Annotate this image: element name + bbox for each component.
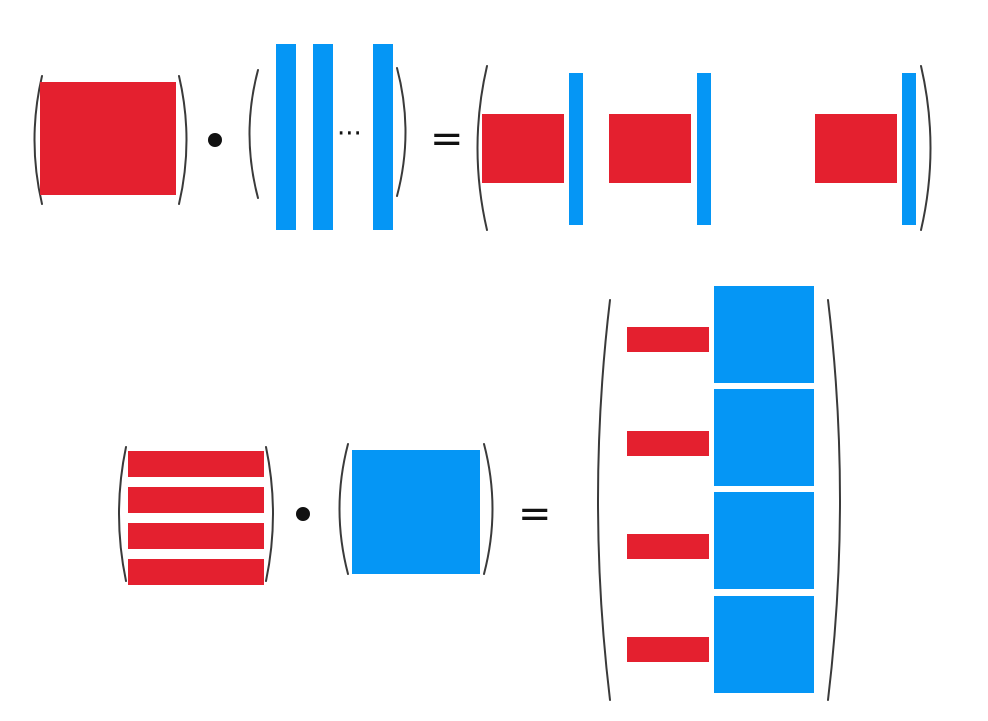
eq1-blue-column-n xyxy=(373,44,393,230)
eq1-result-blue-2 xyxy=(697,73,711,225)
eq2-result-block-1 xyxy=(627,286,814,383)
eq1-left-bracket-close xyxy=(178,75,188,205)
eq2-result-blue-4 xyxy=(714,596,814,693)
eq1-blue-column-2 xyxy=(313,44,333,230)
eq1-red-matrix xyxy=(40,82,176,195)
eq1-right-bracket-close xyxy=(396,67,407,197)
eq2-result xyxy=(597,286,841,701)
eq1-right-operand: ··· xyxy=(248,44,407,230)
eq1-blue-column-1 xyxy=(276,44,296,230)
eq2-right-operand xyxy=(338,443,494,575)
eq2-left-operand xyxy=(118,446,274,585)
eq1-dot-operator xyxy=(208,133,222,147)
eq2-result-bracket-close xyxy=(827,299,841,701)
eq2-result-block-4 xyxy=(627,596,814,693)
eq2-result-blue-3 xyxy=(714,492,814,589)
eq2-result-block-2 xyxy=(627,389,814,486)
equation-column-view: ··· = xyxy=(33,44,932,231)
eq2-left-bracket-open xyxy=(118,446,127,582)
eq2-blue-matrix xyxy=(352,450,480,574)
eq2-red-row-4 xyxy=(128,559,264,585)
eq2-result-blue-1 xyxy=(714,286,814,383)
eq1-result-bracket-close xyxy=(920,65,932,231)
eq2-result-bracket-open xyxy=(597,299,611,701)
eq1-ellipsis: ··· xyxy=(337,119,362,149)
eq1-result-bracket-open xyxy=(476,65,488,231)
eq1-result-blue-1 xyxy=(569,73,583,225)
eq2-result-block-3 xyxy=(627,492,814,589)
equation-row-view: = xyxy=(118,286,841,701)
eq1-right-bracket-open xyxy=(248,69,259,199)
eq2-result-blue-2 xyxy=(714,389,814,486)
eq1-equals: = xyxy=(430,116,464,162)
eq2-result-red-2 xyxy=(627,431,709,456)
eq2-equals: = xyxy=(518,491,552,537)
eq1-result-red-1 xyxy=(482,114,564,183)
eq1-result-blue-n xyxy=(902,73,916,225)
eq1-result-red-n xyxy=(815,114,897,183)
eq1-result-block-1 xyxy=(482,73,583,225)
eq2-right-bracket-close xyxy=(483,443,494,575)
eq1-result xyxy=(476,65,932,231)
eq2-red-row-1 xyxy=(128,451,264,477)
eq2-result-red-1 xyxy=(627,327,709,352)
eq1-result-red-2 xyxy=(609,114,691,183)
eq2-result-red-3 xyxy=(627,534,709,559)
eq1-result-block-2 xyxy=(609,73,711,225)
eq2-dot-operator xyxy=(296,507,310,521)
eq2-left-bracket-close xyxy=(265,446,274,582)
eq1-result-block-n xyxy=(815,73,916,225)
eq1-left-operand xyxy=(33,75,188,205)
eq2-red-row-3 xyxy=(128,523,264,549)
eq2-result-red-4 xyxy=(627,637,709,662)
eq2-right-bracket-open xyxy=(338,443,349,575)
eq2-red-row-2 xyxy=(128,487,264,513)
eq1-left-bracket-open xyxy=(33,75,43,205)
